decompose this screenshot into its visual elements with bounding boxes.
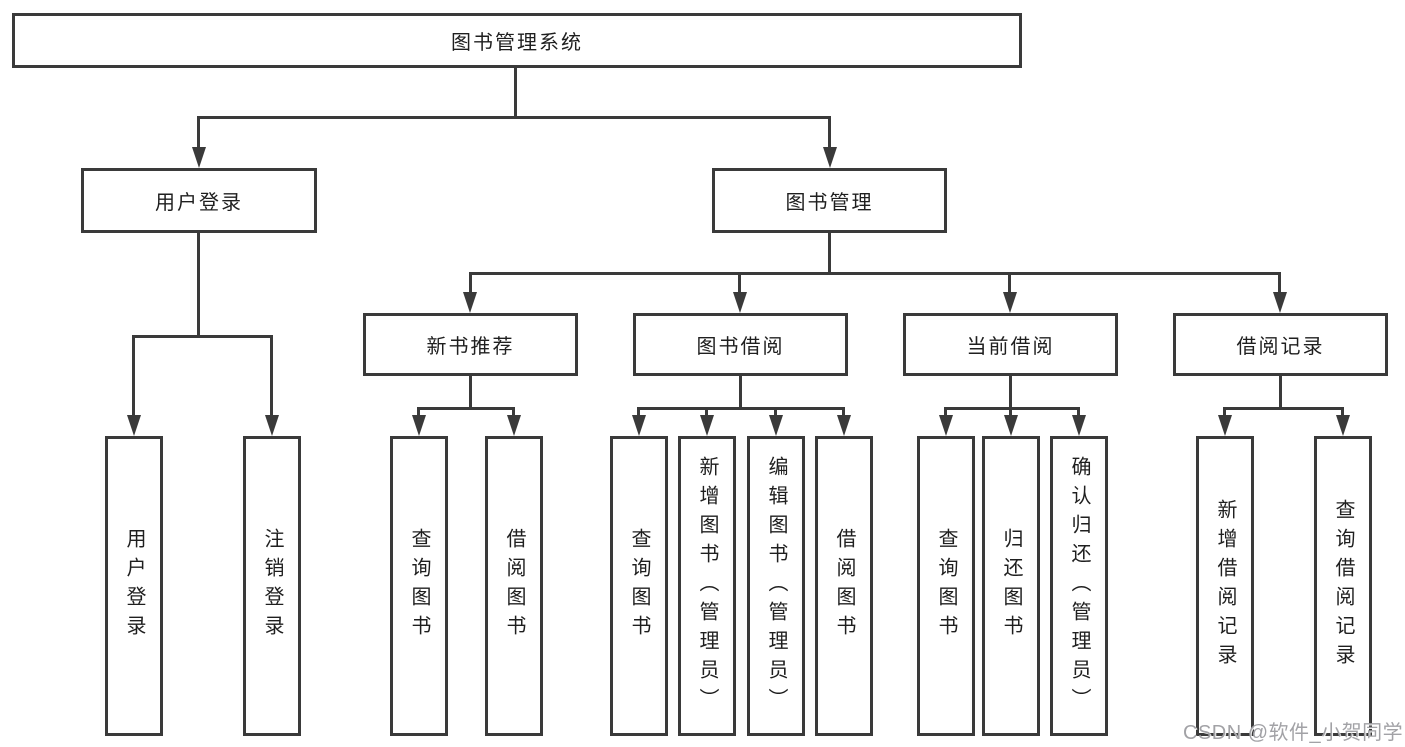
leaf-cb-confirm-return-admin: 确认归还（管理员） — [1050, 436, 1108, 736]
connector-bb-drop — [739, 376, 742, 407]
leaf-bb-add-books-admin: 新增图书（管理员） — [678, 436, 736, 736]
arrowhead-bb-query — [632, 415, 646, 436]
leaf-nb-borrow-books: 借阅图书 — [485, 436, 543, 736]
connector-book-mgmt-drop — [828, 233, 831, 274]
leaf-label: 注销登录 — [261, 528, 283, 644]
leaf-bb-edit-books-admin: 编辑图书（管理员） — [747, 436, 805, 736]
leaf-label: 借阅图书 — [833, 528, 855, 644]
connector-bb-drop-3 — [774, 407, 777, 418]
leaf-label: 借阅图书 — [503, 528, 525, 644]
connector-cb-branch — [944, 407, 1080, 410]
arrowhead-borrow-record — [1273, 292, 1287, 313]
connector-br-drop-1 — [1223, 407, 1226, 418]
node-label: 当前借阅 — [966, 336, 1055, 358]
leaf-label: 用户登录 — [123, 528, 145, 644]
leaf-logout: 注销登录 — [243, 436, 301, 736]
node-label: 借阅记录 — [1236, 336, 1325, 358]
arrowhead-book-borrow — [733, 292, 747, 313]
leaf-label: 确认归还（管理员） — [1068, 455, 1090, 717]
leaf-bb-query-books: 查询图书 — [610, 436, 668, 736]
leaf-label: 查询图书 — [408, 528, 430, 644]
leaf-label: 编辑图书（管理员） — [765, 455, 787, 717]
connector-branch2-drop-1 — [469, 272, 472, 294]
connector-nb-drop — [469, 376, 472, 407]
leaf-br-query-record: 查询借阅记录 — [1314, 436, 1372, 736]
csdn-watermark: CSDN @软件_小贺同学 — [1183, 722, 1404, 744]
arrowhead-cb-query — [939, 415, 953, 436]
node-user-login: 用户登录 — [81, 168, 317, 233]
connector-cb-drop-2 — [1009, 407, 1012, 418]
connector-bb-drop-2 — [705, 407, 708, 418]
leaf-label: 新增图书（管理员） — [696, 455, 718, 717]
connector-user-login-drop-2 — [270, 335, 273, 417]
node-borrow-record: 借阅记录 — [1173, 313, 1388, 376]
arrowhead-bb-edit — [769, 415, 783, 436]
node-book-management: 图书管理 — [712, 168, 947, 233]
arrowhead-leaf-user-login — [127, 415, 141, 436]
arrowhead-leaf-logout — [265, 415, 279, 436]
connector-branch1 — [197, 116, 831, 119]
arrowhead-book-management — [823, 147, 837, 168]
arrowhead-new-book-recommend — [463, 292, 477, 313]
connector-branch1-left-drop — [197, 116, 200, 149]
connector-br-branch — [1223, 407, 1344, 410]
connector-br-drop-2 — [1341, 407, 1344, 418]
connector-bb-branch — [637, 407, 845, 410]
arrowhead-user-login — [192, 147, 206, 168]
node-label: 图书管理 — [785, 192, 874, 214]
leaf-label: 查询图书 — [935, 528, 957, 644]
connector-user-login-branch — [132, 335, 273, 338]
node-new-book-recommend: 新书推荐 — [363, 313, 578, 376]
connector-branch2-drop-4 — [1278, 272, 1281, 294]
arrowhead-current-borrow — [1003, 292, 1017, 313]
leaf-label: 查询图书 — [628, 528, 650, 644]
connector-cb-drop-3 — [1077, 407, 1080, 418]
leaf-br-add-record: 新增借阅记录 — [1196, 436, 1254, 736]
leaf-label: 新增借阅记录 — [1214, 499, 1236, 673]
connector-br-drop — [1279, 376, 1282, 407]
arrowhead-nb-query — [412, 415, 426, 436]
node-label: 图书借阅 — [696, 336, 785, 358]
connector-user-login-drop-1 — [132, 335, 135, 417]
leaf-label: 归还图书 — [1000, 528, 1022, 644]
leaf-bb-borrow-books: 借阅图书 — [815, 436, 873, 736]
arrowhead-nb-borrow — [507, 415, 521, 436]
connector-branch2-drop-2 — [738, 272, 741, 294]
connector-user-login-drop — [197, 233, 200, 335]
leaf-label: 查询借阅记录 — [1332, 499, 1354, 673]
node-label: 新书推荐 — [426, 336, 515, 358]
leaf-nb-query-books: 查询图书 — [390, 436, 448, 736]
connector-cb-drop-1 — [944, 407, 947, 418]
connector-branch1-right-drop — [828, 116, 831, 149]
arrowhead-cb-return — [1004, 415, 1018, 436]
arrowhead-cb-confirm — [1072, 415, 1086, 436]
connector-root-drop — [514, 67, 517, 117]
node-library-management-system: 图书管理系统 — [12, 13, 1022, 68]
connector-bb-drop-4 — [842, 407, 845, 418]
connector-nb-branch — [417, 407, 515, 410]
connector-cb-drop — [1009, 376, 1012, 407]
leaf-cb-query-books: 查询图书 — [917, 436, 975, 736]
arrowhead-bb-borrow — [837, 415, 851, 436]
arrowhead-bb-add — [700, 415, 714, 436]
connector-branch2-drop-3 — [1008, 272, 1011, 294]
arrowhead-br-query — [1336, 415, 1350, 436]
node-book-borrow: 图书借阅 — [633, 313, 848, 376]
node-current-borrow: 当前借阅 — [903, 313, 1118, 376]
node-label: 图书管理系统 — [451, 32, 583, 54]
node-label: 用户登录 — [155, 192, 243, 214]
leaf-cb-return-books: 归还图书 — [982, 436, 1040, 736]
connector-nb-drop-1 — [417, 407, 420, 418]
connector-nb-drop-2 — [512, 407, 515, 418]
connector-bb-drop-1 — [637, 407, 640, 418]
leaf-user-login: 用户登录 — [105, 436, 163, 736]
arrowhead-br-add — [1218, 415, 1232, 436]
connector-branch2 — [469, 272, 1281, 275]
